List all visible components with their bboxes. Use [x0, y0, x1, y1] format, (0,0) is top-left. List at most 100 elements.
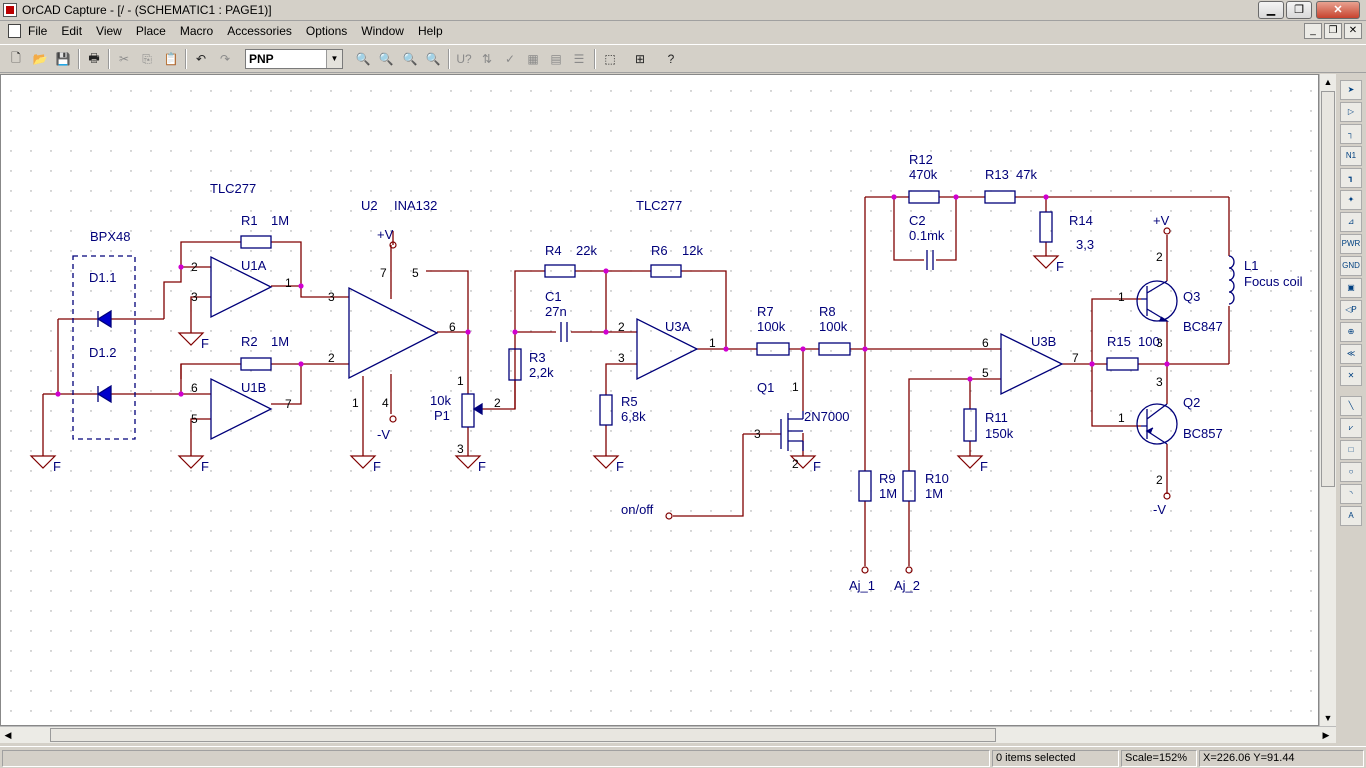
drc-icon[interactable]: ✓	[504, 52, 516, 66]
doc-minimize-button[interactable]: _	[1304, 23, 1322, 39]
svg-text:5: 5	[412, 266, 419, 280]
snap-to-grid-icon[interactable]: ⬚	[604, 52, 616, 66]
horizontal-scrollbar[interactable]: ◀ ▶	[0, 726, 1336, 743]
menu-accessories[interactable]: Accessories	[227, 24, 292, 38]
menu-options[interactable]: Options	[305, 24, 348, 38]
schematic-canvas[interactable]: BPX48 D1.1 D1.2 TLC277 R1 1M U1A U1B R2 …	[0, 74, 1319, 726]
place-polyline-icon[interactable]: ⩗	[1340, 418, 1362, 438]
zoom-area-icon[interactable]: 🔍	[402, 52, 418, 66]
svg-text:7: 7	[1072, 351, 1079, 365]
menu-place[interactable]: Place	[135, 24, 166, 38]
place-bus-entry-icon[interactable]: ⊿	[1340, 212, 1362, 232]
vertical-scrollbar[interactable]: ▲ ▼	[1319, 74, 1336, 726]
place-no-connect-icon[interactable]: ✕	[1340, 366, 1362, 386]
label-d12: D1.2	[89, 345, 116, 360]
place-junction-icon[interactable]: ✦	[1340, 190, 1362, 210]
paste-icon[interactable]: 📋	[163, 52, 179, 66]
label-r14: R14	[1069, 213, 1093, 228]
svg-text:F: F	[201, 336, 209, 351]
place-power-icon[interactable]: PWR	[1340, 234, 1362, 254]
menu-window[interactable]: Window	[361, 24, 404, 38]
label-r6: R6	[651, 243, 668, 258]
menu-view[interactable]: View	[96, 24, 122, 38]
place-net-alias-icon[interactable]: N1	[1340, 146, 1362, 166]
new-icon[interactable]: 🗋	[11, 50, 21, 65]
place-wire-icon[interactable]: ┐	[1340, 124, 1362, 144]
place-arc-icon[interactable]: ◝	[1340, 484, 1362, 504]
menu-help[interactable]: Help	[417, 24, 443, 38]
scroll-right-icon[interactable]: ▶	[1322, 730, 1330, 740]
part-value-combo[interactable]: PNP ▼	[245, 49, 343, 69]
annotate-icon[interactable]: U?	[456, 52, 472, 66]
place-part-icon[interactable]: ▷	[1340, 102, 1362, 122]
menu-edit[interactable]: Edit	[61, 24, 83, 38]
select-tool-icon[interactable]: ➤	[1340, 80, 1362, 100]
scroll-down-icon[interactable]: ▼	[1323, 713, 1333, 723]
horizontal-scroll-thumb[interactable]	[50, 728, 996, 742]
place-rectangle-icon[interactable]: □	[1340, 440, 1362, 460]
place-off-page-icon[interactable]: ≪	[1340, 344, 1362, 364]
main-toolbar: 🗋 📂 💾 🖶 ✂ ⎘ 📋 ↶ ↷ PNP ▼ 🔍 🔍 🔍 🔍 U? ⇅ ✓ ▦…	[0, 44, 1366, 73]
cut-icon[interactable]: ✂	[118, 52, 130, 66]
menu-file[interactable]: File	[28, 24, 48, 38]
label-r11: R11	[985, 410, 1008, 425]
label-r7-value: 100k	[757, 319, 786, 334]
label-r7: R7	[757, 304, 774, 319]
redo-icon[interactable]: ↷	[219, 52, 231, 66]
place-bus-icon[interactable]: ┓	[1340, 168, 1362, 188]
print-icon[interactable]: 🖶	[88, 50, 100, 65]
status-bar: 0 items selected Scale=152% X=226.06 Y=9…	[0, 746, 1366, 768]
label-u3b: U3B	[1031, 334, 1056, 349]
orcad-app-icon[interactable]	[3, 3, 17, 17]
save-icon[interactable]: 💾	[55, 52, 71, 66]
part-value-text: PNP	[249, 52, 274, 66]
document-icon[interactable]	[8, 24, 21, 38]
undo-icon[interactable]: ↶	[195, 52, 207, 66]
svg-text:F: F	[1056, 259, 1064, 274]
place-line-icon[interactable]: ╲	[1340, 396, 1362, 416]
label-l1: L1	[1244, 258, 1258, 273]
place-ellipse-icon[interactable]: ○	[1340, 462, 1362, 482]
label-r15-value: 100	[1138, 334, 1160, 349]
close-button[interactable]: ✕	[1316, 1, 1360, 19]
cross-reference-icon[interactable]: ▤	[550, 52, 562, 66]
place-pin-icon[interactable]: ⊕	[1340, 322, 1362, 342]
scroll-up-icon[interactable]: ▲	[1323, 77, 1333, 87]
place-port-icon[interactable]: ◁P	[1340, 300, 1362, 320]
maximize-button[interactable]: ❐	[1286, 1, 1312, 19]
place-text-icon[interactable]: A	[1340, 506, 1362, 526]
svg-text:1: 1	[1118, 411, 1125, 425]
label-r13: R13	[985, 167, 1009, 182]
svg-text:2: 2	[328, 351, 335, 365]
svg-text:F: F	[201, 459, 209, 474]
zoom-in-icon[interactable]: 🔍	[355, 52, 371, 66]
svg-text:3: 3	[1156, 375, 1163, 389]
svg-text:1: 1	[709, 336, 716, 350]
label-r5-value: 6,8k	[621, 409, 646, 424]
io-circles	[389, 227, 1171, 574]
scroll-left-icon[interactable]: ◀	[4, 730, 12, 740]
open-icon[interactable]: 📂	[32, 52, 48, 66]
minimize-button[interactable]: ▁	[1258, 1, 1284, 19]
doc-restore-button[interactable]: ❐	[1324, 23, 1342, 39]
svg-text:F: F	[478, 459, 486, 474]
chevron-down-icon[interactable]: ▼	[326, 50, 342, 68]
zoom-out-icon[interactable]: 🔍	[378, 52, 394, 66]
back-annotate-icon[interactable]: ⇅	[481, 52, 493, 66]
zoom-all-icon[interactable]: 🔍	[425, 52, 441, 66]
label-l1-value: Focus coil	[1244, 274, 1303, 289]
copy-icon[interactable]: ⎘	[142, 51, 152, 66]
doc-close-button[interactable]: ✕	[1344, 23, 1362, 39]
vertical-scroll-thumb[interactable]	[1321, 91, 1335, 487]
svg-text:3: 3	[1156, 336, 1163, 350]
label-r2: R2	[241, 334, 258, 349]
place-ground-icon[interactable]: GND	[1340, 256, 1362, 276]
draw-palette: ➤ ▷ ┐ N1 ┓ ✦ ⊿ PWR GND ▣ ◁P ⊕ ≪ ✕ ╲ ⩗ □ …	[1338, 78, 1364, 528]
help-icon[interactable]: ?	[667, 52, 675, 66]
netlist-icon[interactable]: ▦	[527, 52, 539, 66]
menu-macro[interactable]: Macro	[179, 24, 214, 38]
svg-text:1: 1	[285, 276, 292, 290]
bill-of-materials-icon[interactable]: ☰	[573, 52, 585, 66]
place-hierarchical-block-icon[interactable]: ▣	[1340, 278, 1362, 298]
project-manager-icon[interactable]: ⊞	[634, 52, 646, 66]
